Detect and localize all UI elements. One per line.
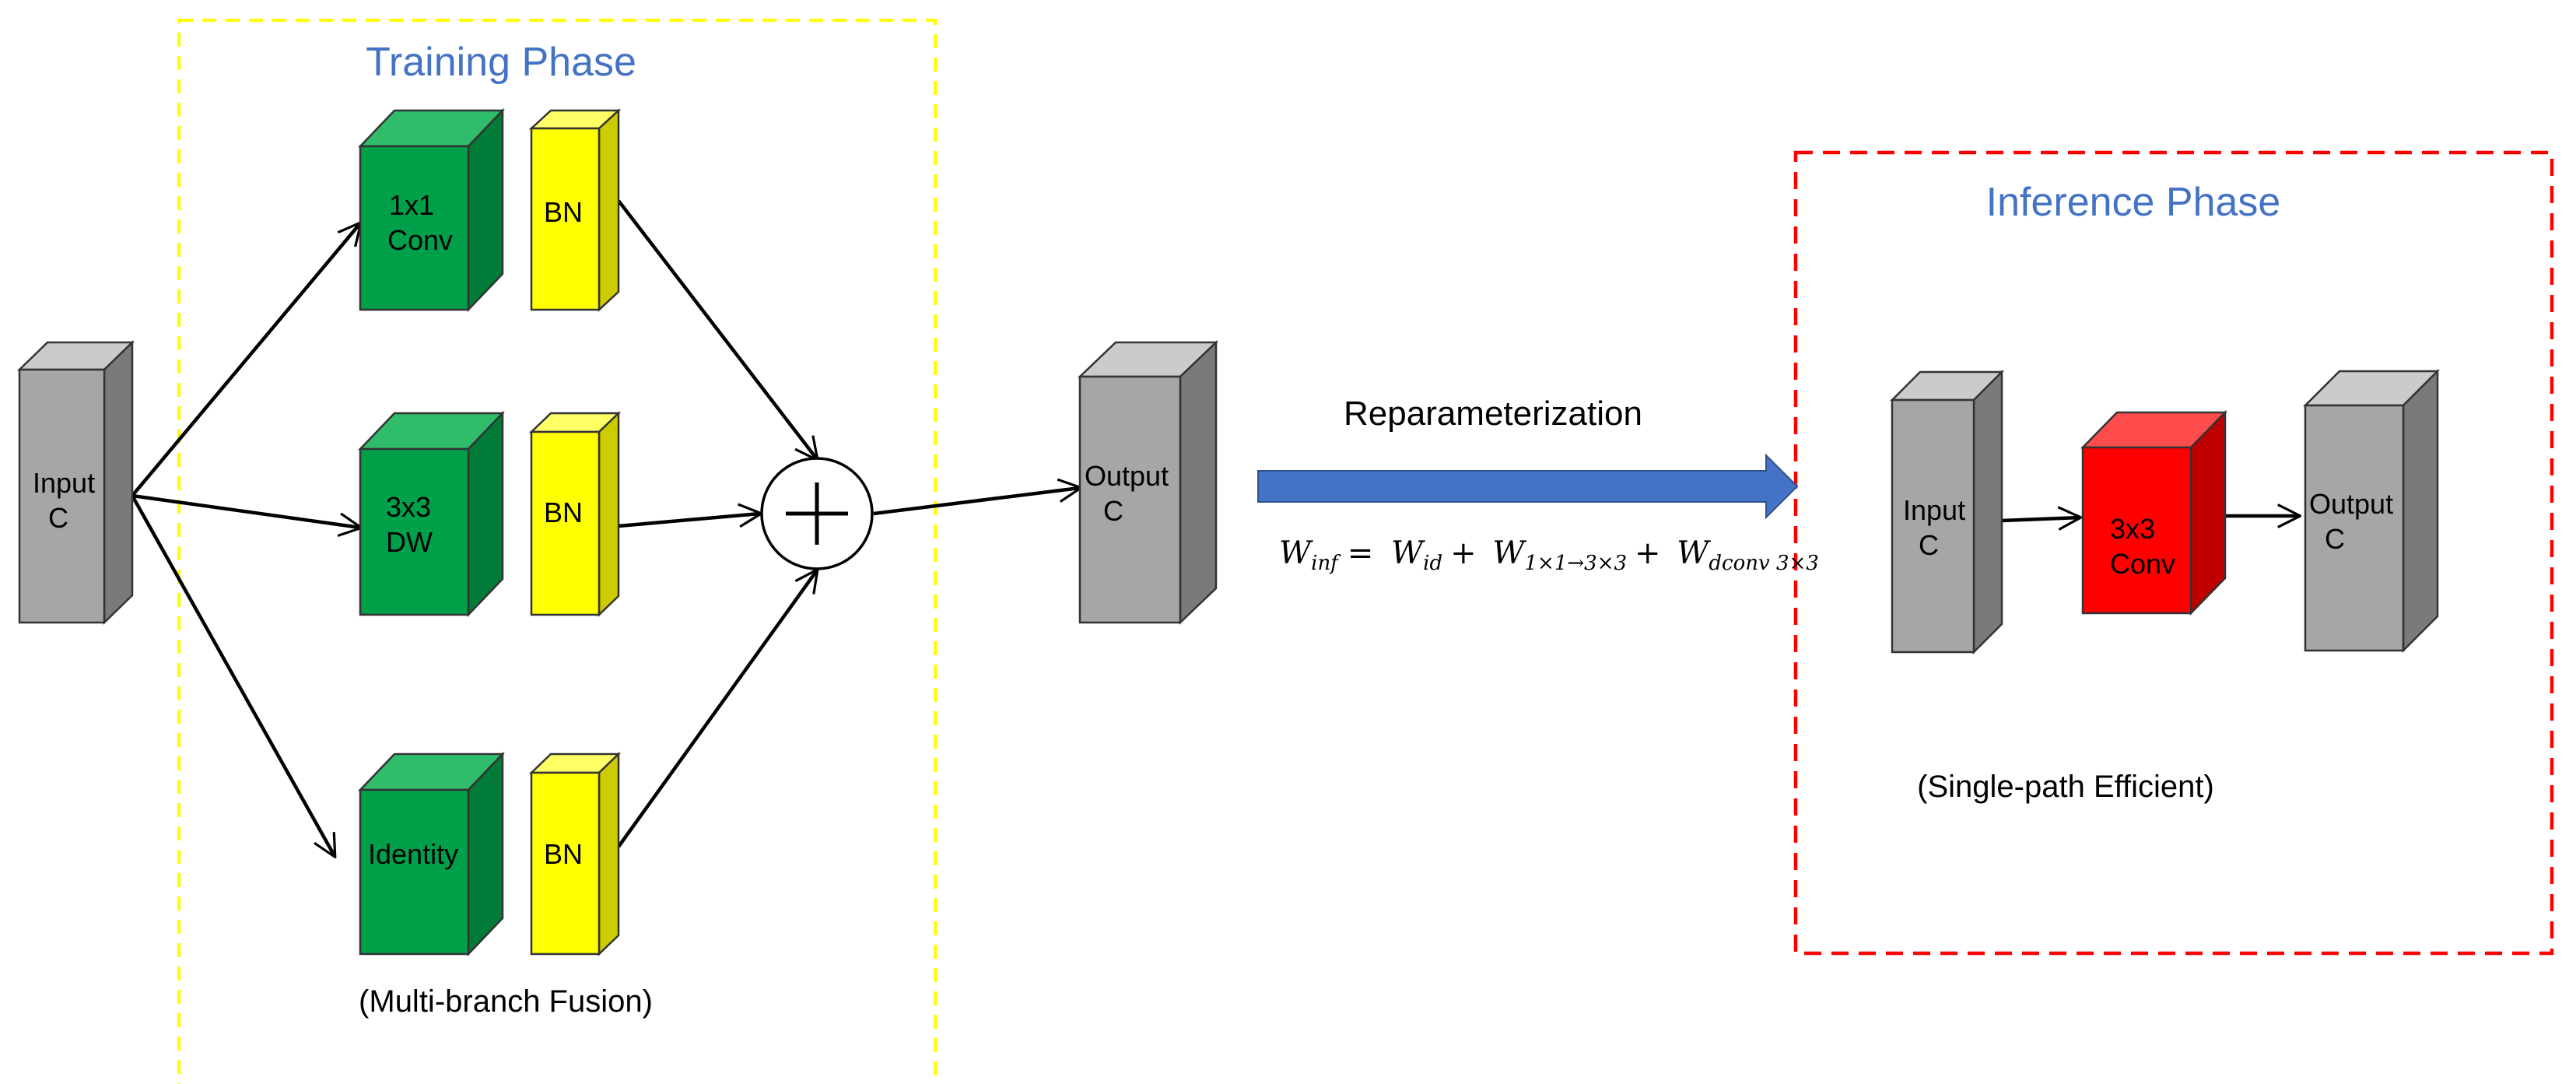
bn-label-2: BN (544, 496, 583, 528)
bn-block-3-front (530, 771, 601, 956)
inference-conv-label-line1: 3x3 (2110, 513, 2155, 545)
bn-block-2: BN (528, 411, 622, 617)
blue-arrow-icon (1257, 453, 1799, 520)
bn-label-1: BN (544, 196, 583, 228)
bn-block-3: BN (528, 752, 622, 956)
bn-block-1-side (598, 108, 620, 312)
eq-equals: = (1348, 535, 1374, 571)
bn-block-3-side (598, 752, 620, 956)
eq-term3-sub: dconv 3×3 (1709, 552, 1818, 575)
dw-3x3-label-line2: DW (386, 526, 433, 558)
arrow-input-to-1x1 (131, 223, 360, 497)
conv-1x1-block-front (359, 145, 470, 311)
inference-conv-label-line2: Conv (2110, 548, 2175, 580)
inference-phase-frame (1793, 150, 2554, 956)
dw-3x3-block-side (467, 410, 504, 618)
inference-output-c-block-side (2402, 368, 2439, 654)
input-c-label-line1: Input (33, 467, 95, 499)
arrow-input-to-3x3 (131, 493, 360, 528)
arrow-bn3-to-sum (617, 570, 817, 848)
eq-term3: W (1677, 535, 1711, 571)
inference-input-c-block: Input C (1889, 369, 2005, 655)
bn-block-2-front (530, 430, 601, 616)
conv-1x1-label-line2: Conv (387, 224, 453, 256)
reparameterization-label: Reparameterization (1344, 395, 1642, 433)
inference-output-label-line2: C (2325, 523, 2345, 555)
output-c-label-line2: C (1103, 495, 1123, 527)
dw-3x3-block: 3x3 DW (358, 410, 505, 618)
conv-1x1-block: 1x1 Conv (358, 107, 505, 313)
inference-caption: (Single-path Efficient) (1917, 770, 2214, 804)
input-c-block-side (103, 340, 134, 625)
eq-term1: W (1391, 535, 1425, 571)
reparameterization-arrow (1257, 453, 1799, 520)
arrow-bn1-to-sum (617, 199, 817, 459)
bn-label-3: BN (544, 838, 583, 870)
identity-label: Identity (368, 838, 458, 870)
inference-input-label-line2: C (1919, 529, 1939, 561)
arrow-inf-input-to-conv (2001, 517, 2080, 521)
sum-node (760, 457, 874, 570)
bn-block-2-side (598, 411, 620, 617)
dw-3x3-block-front (359, 447, 470, 616)
output-c-block-side (1179, 340, 1218, 625)
eq-plus-1: + (1450, 535, 1477, 571)
arrow-bn2-to-sum (618, 514, 760, 528)
inference-input-label-line1: Input (1903, 494, 1965, 526)
identity-block-front (359, 788, 470, 956)
eq-plus-2: + (1635, 535, 1661, 571)
identity-block: Identity (358, 751, 505, 957)
eq-term2: W (1492, 535, 1526, 571)
output-c-block: Output C (1077, 340, 1219, 625)
inference-conv-3x3-block-front (2081, 446, 2192, 615)
output-c-block-front (1078, 375, 1182, 624)
identity-block-side (467, 751, 504, 957)
reparameterization-equation: Winf= Wid+ W1×1→3×3+ Wdconv 3×3 (1279, 535, 1819, 575)
training-phase-frame (177, 19, 937, 1084)
dw-3x3-label-line1: 3x3 (386, 491, 431, 523)
inference-output-label-line1: Output (2309, 488, 2393, 520)
eq-term1-sub: id (1423, 552, 1442, 575)
inference-conv-3x3-block: 3x3 Conv (2080, 409, 2227, 616)
input-c-label-line2: C (48, 502, 68, 534)
bn-block-1-front (530, 127, 601, 311)
arrow-input-to-identity (131, 494, 335, 856)
inference-input-c-block-front (1891, 398, 1975, 654)
inference-output-c-block: Output C (2302, 368, 2441, 654)
inference-conv-3x3-block-side (2189, 409, 2227, 616)
conv-1x1-label-line1: 1x1 (389, 189, 434, 221)
training-phase-title: Training Phase (366, 40, 636, 85)
eq-lhs-sub: inf (1311, 552, 1341, 575)
bn-block-1: BN (528, 108, 622, 312)
eq-lhs: W (1279, 535, 1313, 571)
input-c-block: Input C (16, 340, 135, 625)
eq-term2-sub: 1×1→3×3 (1525, 552, 1628, 575)
inference-output-c-block-front (2304, 404, 2405, 652)
inference-input-c-block-side (1972, 369, 2003, 655)
output-c-label-line1: Output (1085, 460, 1169, 492)
inference-connectors (2001, 516, 2299, 521)
inference-phase-title: Inference Phase (1986, 180, 2281, 225)
conv-1x1-block-side (467, 107, 504, 313)
training-connectors (131, 199, 1080, 856)
arrow-sum-to-output (873, 488, 1080, 516)
input-c-block-front (18, 368, 106, 624)
training-caption: (Multi-branch Fusion) (359, 984, 653, 1019)
